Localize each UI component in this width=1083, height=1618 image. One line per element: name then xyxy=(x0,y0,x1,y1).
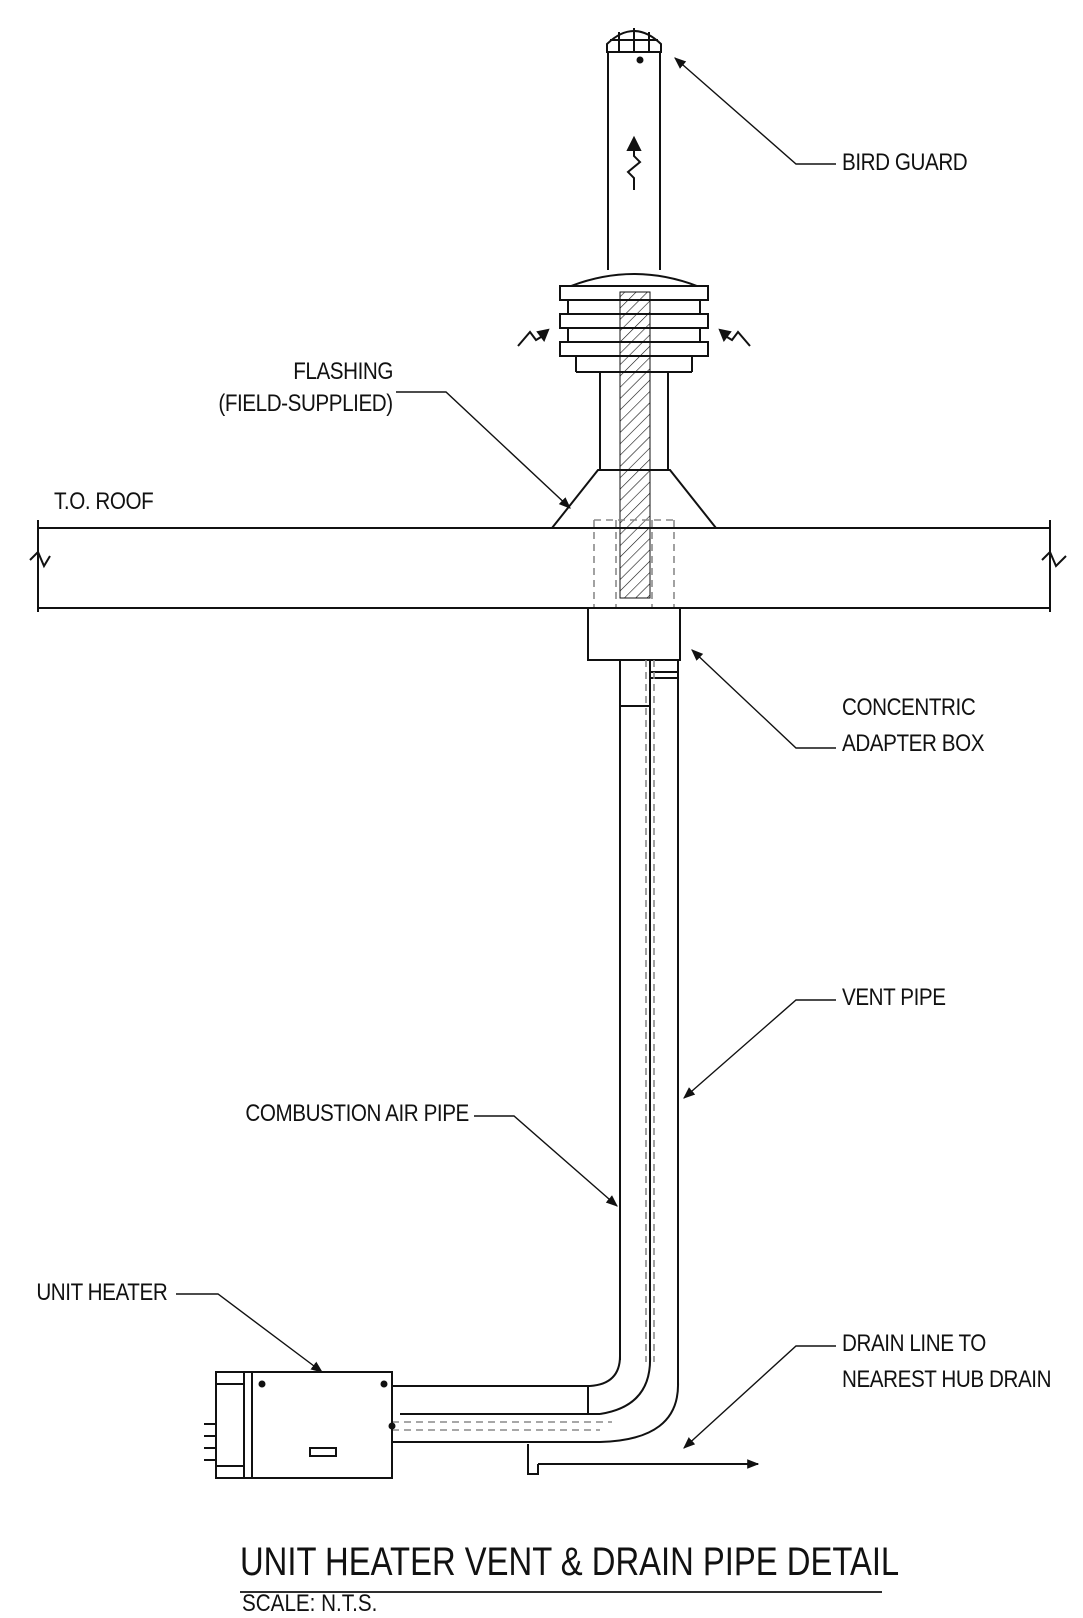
adapter-leader xyxy=(691,649,836,748)
flashing xyxy=(552,470,716,528)
combustion-air-leader xyxy=(474,1116,618,1207)
drain-line xyxy=(528,1444,760,1474)
flashing-leader xyxy=(396,392,571,509)
vent-pipe-leader xyxy=(683,1000,836,1099)
insulation-hatch xyxy=(620,292,650,598)
label-adapter-line1: CONCENTRIC xyxy=(842,694,976,721)
label-adapter-line2: ADAPTER BOX xyxy=(842,730,985,757)
label-flashing-line2: (FIELD-SUPPLIED) xyxy=(218,390,394,417)
louver-flow-arrows xyxy=(518,330,750,346)
label-combustion-air-pipe: COMBUSTION AIR PIPE xyxy=(245,1100,469,1127)
label-drain-line1: DRAIN LINE TO xyxy=(842,1330,986,1357)
bird-guard-leader xyxy=(674,57,836,164)
outer-sleeve xyxy=(600,372,668,470)
roof-slab xyxy=(30,520,1066,612)
unit-heater xyxy=(204,1372,400,1478)
scale-note: SCALE: N.T.S. xyxy=(242,1590,378,1617)
pipe-elbow xyxy=(590,1356,678,1442)
label-flashing-line1: FLASHING xyxy=(293,358,393,385)
concentric-adapter-box xyxy=(588,608,680,660)
unit-heater-leader xyxy=(176,1294,323,1373)
label-vent-pipe: VENT PIPE xyxy=(842,984,946,1011)
detail-title: UNIT HEATER VENT & DRAIN PIPE DETAIL xyxy=(240,1540,900,1584)
bird-guard xyxy=(607,28,661,63)
hidden-vent-line xyxy=(646,660,654,1362)
vent-stack xyxy=(608,52,660,270)
leaders xyxy=(176,57,836,1449)
flow-arrow-up xyxy=(628,138,640,190)
drain-leader xyxy=(683,1346,836,1449)
vertical-pipes xyxy=(620,660,678,1385)
label-drain-line2: NEAREST HUB DRAIN xyxy=(842,1366,1052,1393)
label-roof: T.O. ROOF xyxy=(54,488,154,515)
horizontal-pipes xyxy=(400,1386,600,1442)
hidden-pipe-through-roof xyxy=(594,520,674,608)
label-unit-heater: UNIT HEATER xyxy=(36,1279,167,1306)
hidden-horizontal-line xyxy=(392,1422,612,1430)
label-bird-guard: BIRD GUARD xyxy=(842,149,968,176)
